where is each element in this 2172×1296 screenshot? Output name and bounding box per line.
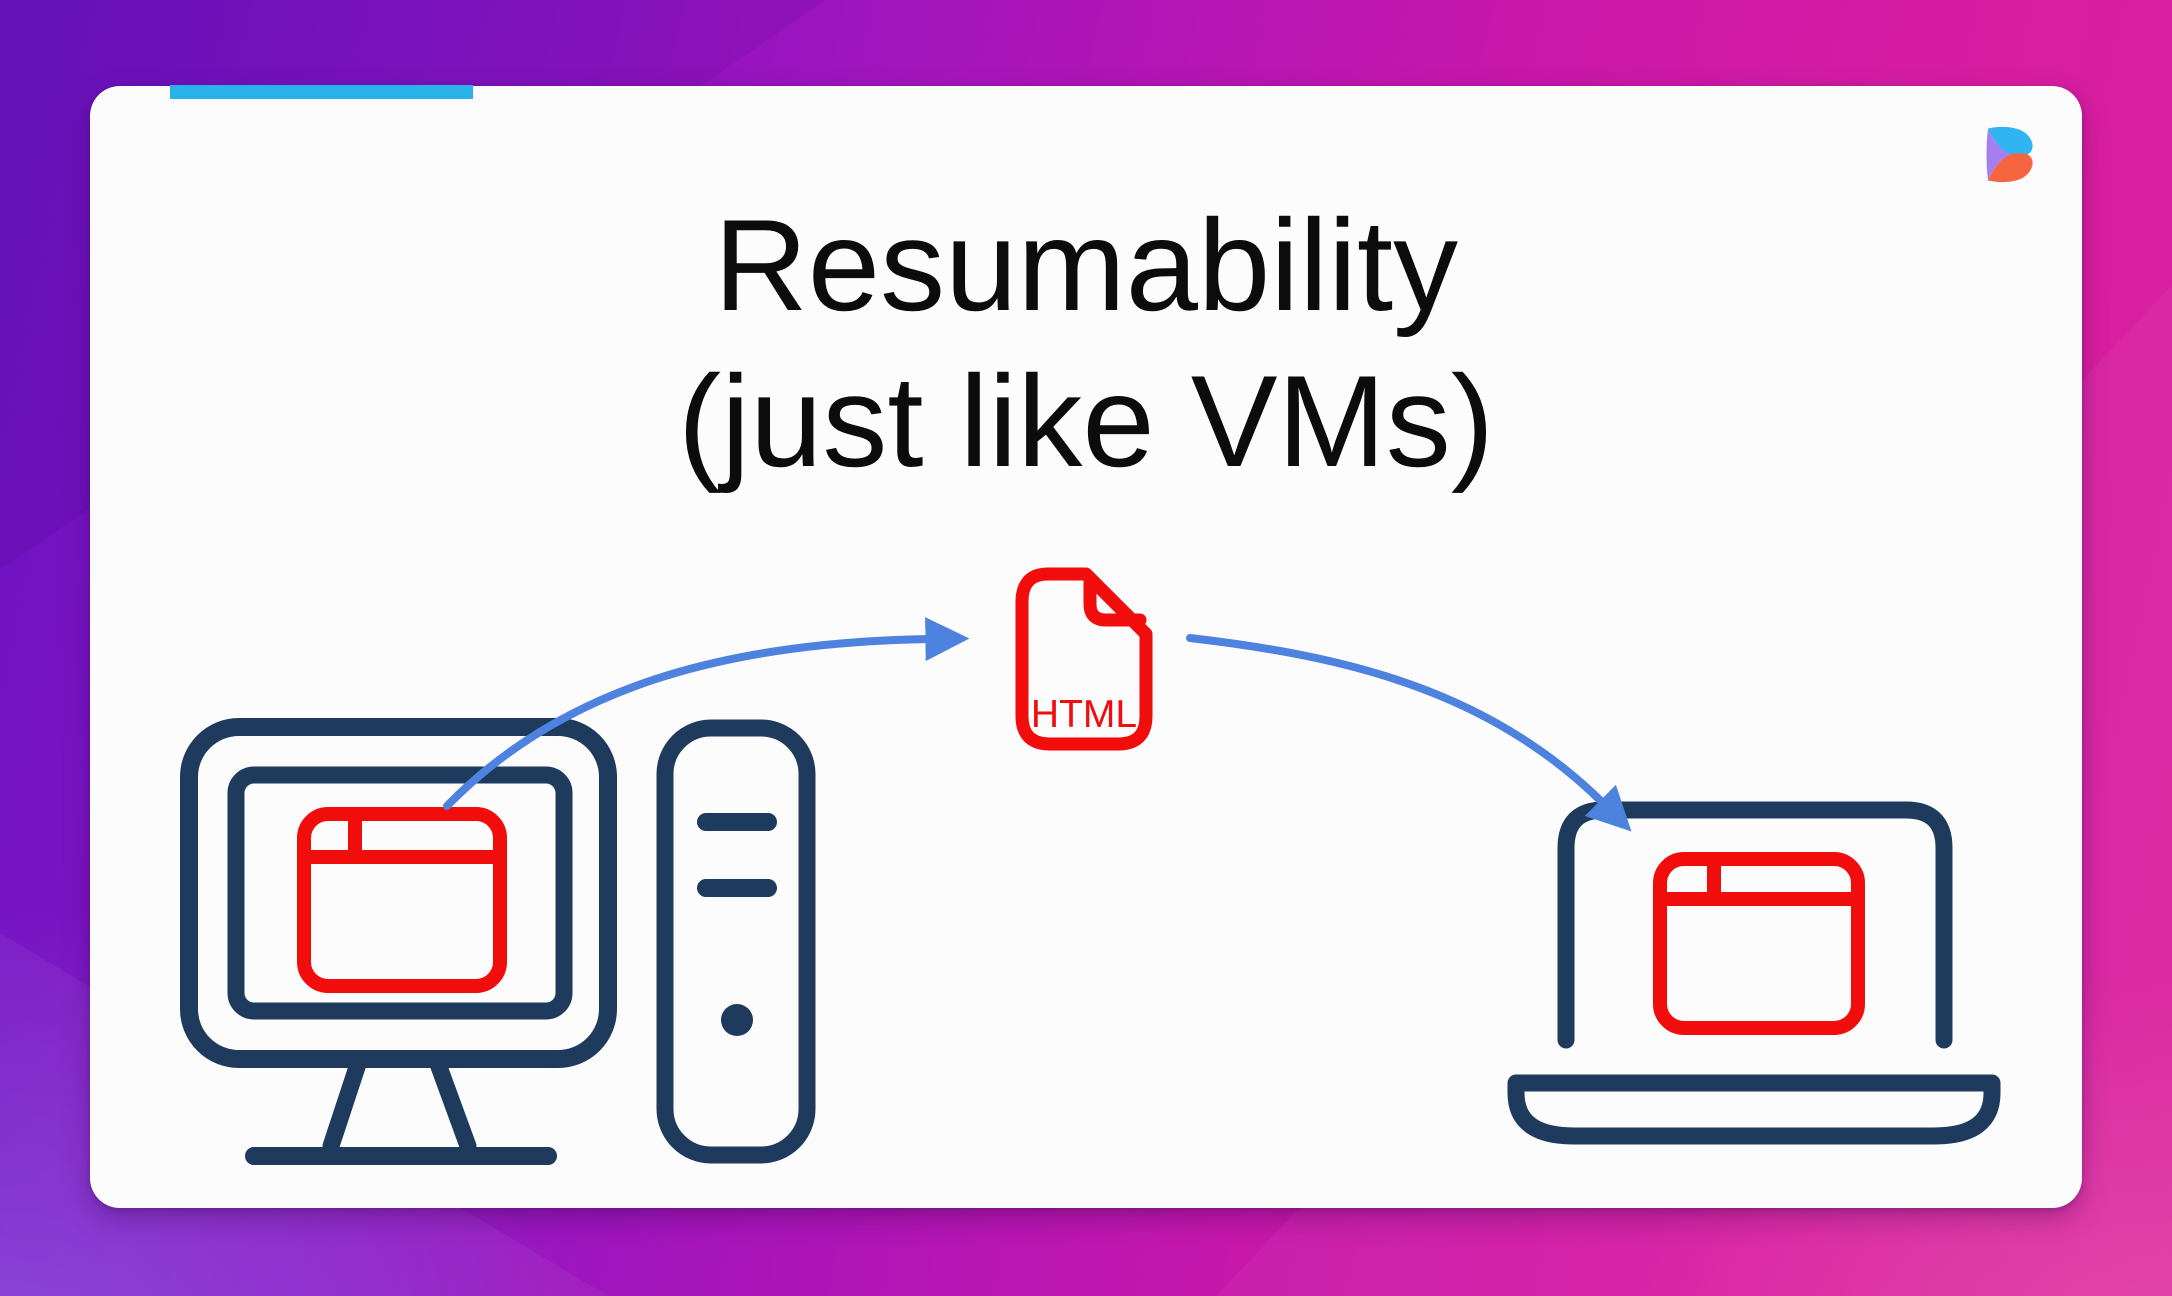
slide-title: Resumability (just like VMs): [90, 187, 2082, 499]
accent-bar: [170, 85, 473, 99]
html-file-icon: HTML: [1015, 567, 1153, 751]
title-line-1: Resumability: [713, 192, 1459, 338]
builder-logo-icon: [1986, 126, 2033, 183]
browser-window-icon: [297, 807, 507, 993]
logo-top-lobe: [1988, 126, 2033, 156]
logo-bottom-lobe: [1988, 153, 2033, 183]
title-line-2: (just like VMs): [677, 348, 1495, 494]
arrow-html-to-laptop: [1186, 634, 1632, 832]
arrow-desktop-to-html: [443, 617, 970, 810]
html-file-label: HTML: [1031, 693, 1137, 736]
browser-window-icon: [1653, 852, 1865, 1035]
desktop-computer-icon: [180, 718, 816, 1165]
laptop-icon: [1507, 801, 2001, 1145]
logo-wedge: [1986, 128, 2011, 181]
flow-arrows: [443, 617, 1632, 832]
